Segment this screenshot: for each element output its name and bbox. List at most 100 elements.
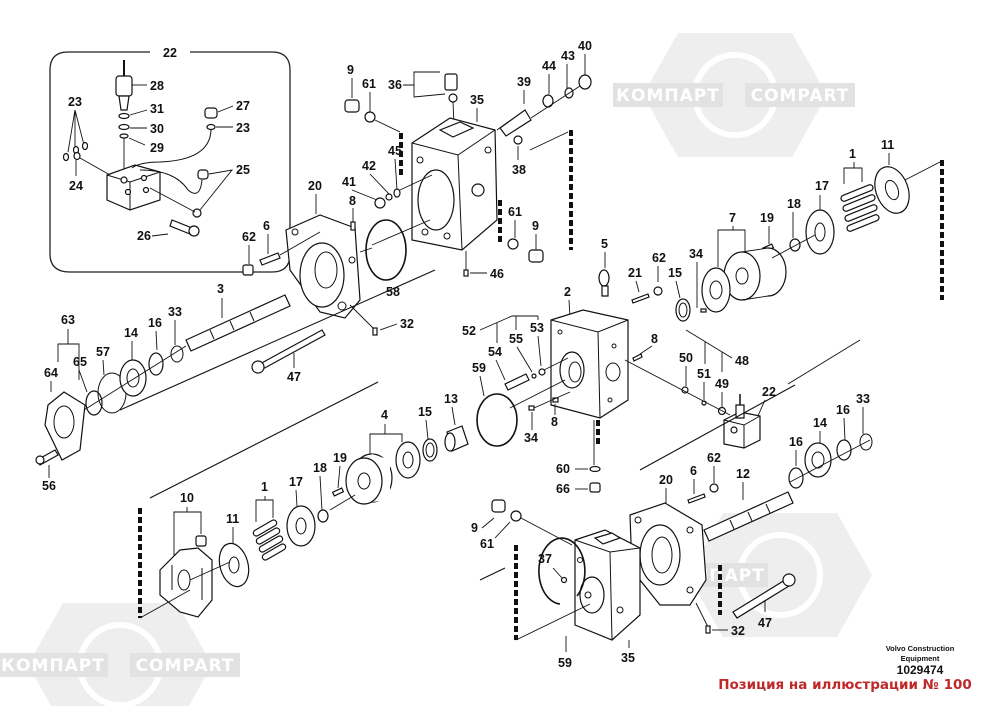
callout-17-top: 17 — [815, 179, 829, 193]
callout-33-left: 33 — [168, 305, 182, 319]
watermark-band — [745, 83, 855, 107]
callout-61-lower: 61 — [480, 537, 494, 551]
watermark-band — [130, 653, 240, 677]
callout-16-right-a: 16 — [836, 403, 850, 417]
watermark-hexagon — [688, 513, 872, 637]
o-ring-44 — [542, 94, 554, 108]
retainer-plate-17-top — [805, 209, 835, 255]
callout-5: 5 — [601, 237, 608, 251]
callout-30: 30 — [150, 122, 164, 136]
rotary-group-lower: 4 15 13 19 18 17 1 11 — [138, 392, 469, 619]
callout-7: 7 — [729, 211, 736, 225]
watermark-label-latin: COMPART — [751, 86, 850, 106]
callout-38: 38 — [512, 163, 526, 177]
callout-66: 66 — [556, 482, 570, 496]
watermark-hexagon — [643, 33, 827, 157]
ring-16-left — [148, 352, 164, 376]
callout-8-top: 8 — [349, 194, 356, 208]
callout-45: 45 — [388, 144, 402, 158]
callout-6-right: 6 — [690, 464, 697, 478]
callout-35-lower: 35 — [621, 651, 635, 665]
callout-22-right: 22 — [762, 385, 776, 399]
callout-1-lower: 1 — [261, 480, 268, 494]
watermark-label-cyrillic: КОМПАРТ — [616, 86, 720, 106]
o-ring-31 — [118, 112, 130, 120]
callout-47-right: 47 — [758, 616, 772, 630]
callout-19-top: 19 — [760, 211, 774, 225]
callout-8-lower: 8 — [551, 415, 558, 429]
callout-9-lower: 9 — [471, 521, 478, 535]
callout-13: 13 — [444, 392, 458, 406]
callout-51: 51 — [697, 367, 711, 381]
illustration-position-label: Позиция на иллюстрации № 100 — [718, 677, 972, 693]
callout-2: 2 — [564, 285, 571, 299]
callout-61-right: 61 — [508, 205, 522, 219]
callout-23-left: 23 — [68, 95, 82, 109]
ring-16-right-a — [836, 439, 852, 461]
bearing-14-left — [119, 359, 147, 397]
callout-32-lower: 32 — [731, 624, 745, 638]
callout-62-left: 62 — [242, 230, 256, 244]
callout-63: 63 — [61, 313, 75, 327]
callout-16-right-b: 16 — [789, 435, 803, 449]
callout-57: 57 — [96, 345, 110, 359]
inset-assembly-22: 22 28 31 30 29 23 24 27 — [49, 46, 291, 273]
bolt-47 — [257, 329, 326, 371]
bolt-47-lower — [732, 579, 790, 619]
plug-24 — [73, 151, 81, 161]
callout-59-lower: 59 — [558, 656, 572, 670]
pin-36 — [444, 73, 458, 91]
plug-9-top — [344, 99, 360, 113]
publisher-line-2: Equipment — [901, 654, 940, 663]
callout-11-lower: 11 — [226, 512, 239, 526]
callout-19-lower: 19 — [333, 451, 347, 465]
pump-body-2 — [550, 309, 629, 419]
drive-shaft-12 — [703, 491, 794, 542]
callout-20-lower: 20 — [659, 473, 673, 487]
callout-27: 27 — [236, 99, 250, 113]
footer: Volvo Construction Equipment 1029474 Поз… — [718, 644, 972, 693]
callout-58: 58 — [386, 285, 400, 299]
o-ring-38 — [513, 135, 523, 145]
callout-8-mid: 8 — [651, 332, 658, 346]
o-ring-30 — [118, 123, 130, 131]
drive-shaft-3 — [185, 294, 291, 352]
publisher-line-1: Volvo Construction — [886, 644, 955, 653]
callout-17-lower: 17 — [289, 475, 303, 489]
o-ring-29 — [119, 133, 129, 139]
callout-1-top: 1 — [849, 147, 856, 161]
pump-body-group: 2 52 53 55 54 59 34 8 60 66 — [462, 285, 861, 496]
plate-11-lower — [218, 542, 250, 588]
snap-ring-33-right — [859, 433, 873, 451]
callout-11-top: 11 — [881, 138, 894, 152]
callout-34-lower: 34 — [524, 431, 538, 445]
callout-10: 10 — [180, 491, 194, 505]
callout-55: 55 — [509, 332, 523, 346]
snap-ring-59-lower — [538, 537, 586, 605]
callout-32-left: 32 — [400, 317, 414, 331]
callout-46: 46 — [490, 267, 504, 281]
callout-28: 28 — [150, 79, 164, 93]
retainer-plate-17-lower — [286, 505, 316, 547]
rotary-group-upper: 1 11 17 18 19 7 34 — [598, 138, 944, 322]
callout-25: 25 — [236, 163, 250, 177]
callout-34-top: 34 — [689, 247, 703, 261]
snap-ring-33-left — [170, 345, 184, 363]
housing-group-upper: 9 61 36 35 46 39 44 43 — [342, 39, 592, 299]
callout-26: 26 — [137, 229, 151, 243]
callout-22-inset: 22 — [163, 46, 177, 60]
pressure-sensor — [115, 75, 133, 97]
pistons-1-lower — [252, 519, 287, 561]
document-number: 1029474 — [897, 663, 944, 677]
callout-42: 42 — [362, 159, 376, 173]
callout-62-mid: 62 — [652, 251, 666, 265]
callout-54: 54 — [488, 345, 502, 359]
callout-18-lower: 18 — [313, 461, 327, 475]
callout-44: 44 — [542, 59, 556, 73]
pin-54 — [504, 373, 530, 391]
watermark-label-latin: COMPART — [136, 656, 235, 676]
callout-21: 21 — [628, 266, 642, 280]
